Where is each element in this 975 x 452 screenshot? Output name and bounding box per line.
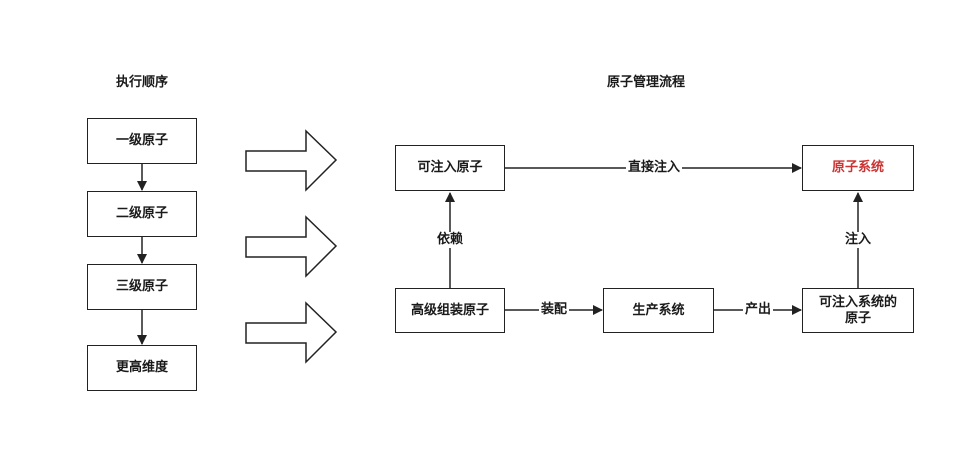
box-advanced-atom: 高级组装原子 [395,288,505,333]
box-level3-atom: 三级原子 [87,264,197,310]
box-injectable-system-atom-label: 可注入系统的原子 [819,294,898,326]
title-atom-flow: 原子管理流程 [606,75,686,90]
box-production-system: 生产系统 [603,288,714,333]
box-higher-dimension: 更高维度 [87,345,197,391]
box-atom-system: 原子系统 [802,145,914,191]
box-injectable-atom: 可注入原子 [395,145,505,191]
box-level1-atom: 一级原子 [87,118,197,164]
big-arrow-1 [245,129,338,192]
label-assemble: 装配 [538,302,570,318]
big-arrow-3 [245,301,338,364]
title-execution-order: 执行顺序 [115,75,169,90]
label-inject: 注入 [842,232,874,248]
label-direct-inject: 直接注入 [625,160,683,176]
box-level2-atom: 二级原子 [87,191,197,237]
box-injectable-system-atom: 可注入系统的原子 [802,288,914,333]
big-arrow-2 [245,215,338,278]
label-produce: 产出 [742,302,774,318]
label-depends: 依赖 [434,232,466,248]
